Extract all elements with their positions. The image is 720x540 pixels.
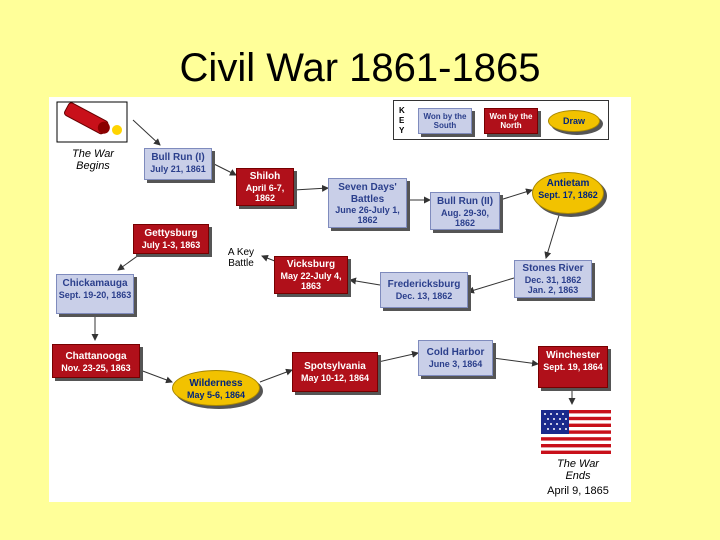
page-title: Civil War 1861-1865 xyxy=(179,46,541,90)
battle-wilderness: Wilderness May 5-6, 1864 xyxy=(172,370,260,406)
battle-cold-harbor: Cold Harbor June 3, 1864 xyxy=(418,340,493,376)
battle-stones-river: Stones River Dec. 31, 1862 Jan. 2, 1863 xyxy=(514,260,592,298)
start-label: The War Begins xyxy=(72,148,114,173)
battle-gettysburg: Gettysburg July 1-3, 1863 xyxy=(133,224,209,254)
battle-name: Shiloh xyxy=(249,171,281,182)
battle-name: Vicksburg xyxy=(286,259,336,270)
legend-draw: Draw xyxy=(548,110,600,132)
end-date: April 9, 1865 xyxy=(547,485,609,497)
battle-date: July 21, 1861 xyxy=(150,163,206,174)
battle-name: Winchester xyxy=(546,350,600,361)
battle-date: Sept. 19-20, 1863 xyxy=(58,289,132,300)
end-label: The War Ends xyxy=(557,458,599,483)
battle-winchester: Winchester Sept. 19, 1864 xyxy=(538,346,608,388)
battle-name: Chattanooga xyxy=(65,351,127,362)
battle-vicksburg: Vicksburg May 22-July 4, 1863 xyxy=(274,256,348,294)
battle-name: Wilderness xyxy=(189,378,243,389)
battle-name: Stones River xyxy=(522,263,584,274)
battle-name: Cold Harbor xyxy=(426,347,485,358)
battle-date: Dec. 13, 1862 xyxy=(395,290,453,301)
battle-date: May 5-6, 1864 xyxy=(186,389,246,400)
battle-spotsylvania: Spotsylvania May 10-12, 1864 xyxy=(292,352,378,392)
battle-name: Chickamauga xyxy=(62,278,128,289)
battle-date: June 3, 1864 xyxy=(428,358,483,369)
battle-date: July 1-3, 1863 xyxy=(141,239,201,250)
battle-name: Antietam xyxy=(546,178,590,189)
battle-chattanooga: Chattanooga Nov. 23-25, 1863 xyxy=(52,344,140,378)
cannon-icon xyxy=(56,101,128,143)
legend-north: Won by the North xyxy=(484,108,538,134)
battle-date: Aug. 29-30, 1862 xyxy=(440,207,489,228)
battle-date: May 22-July 4, 1863 xyxy=(280,270,342,291)
battle-date: Sept. 19, 1864 xyxy=(543,361,603,372)
battle-name: Bull Run (I) xyxy=(151,152,205,163)
battle-antietam: Antietam Sept. 17, 1862 xyxy=(532,172,604,214)
battle-chickamauga: Chickamauga Sept. 19-20, 1863 xyxy=(56,274,134,314)
key-battle-note: A Key Battle xyxy=(227,247,255,269)
battle-name: Spotsylvania xyxy=(304,361,366,372)
battle-name: Fredericksburg xyxy=(387,279,461,290)
battle-date: May 10-12, 1864 xyxy=(300,372,370,383)
battle-date: Dec. 31, 1862 Jan. 2, 1863 xyxy=(524,274,582,295)
battle-name: Bull Run (II) xyxy=(436,196,494,207)
battle-date: Sept. 17, 1862 xyxy=(538,189,598,200)
battle-bull-run-2: Bull Run (II) Aug. 29-30, 1862 xyxy=(430,192,500,230)
us-flag-icon xyxy=(541,410,611,454)
battle-name: Seven Days' Battles xyxy=(338,182,397,205)
battle-fredericksburg: Fredericksburg Dec. 13, 1862 xyxy=(380,272,468,308)
battle-date: April 6-7, 1862 xyxy=(245,182,285,203)
battle-name: Gettysburg xyxy=(144,228,198,239)
legend-south: Won by the South xyxy=(418,108,472,134)
key-letters: K E Y xyxy=(399,106,405,135)
battle-date: Nov. 23-25, 1863 xyxy=(61,362,131,373)
battle-shiloh: Shiloh April 6-7, 1862 xyxy=(236,168,294,206)
battle-seven-days: Seven Days' Battles June 26-July 1, 1862 xyxy=(328,178,407,228)
battle-bull-run-1: Bull Run (I) July 21, 1861 xyxy=(144,148,212,180)
battle-date: June 26-July 1, 1862 xyxy=(335,205,400,226)
